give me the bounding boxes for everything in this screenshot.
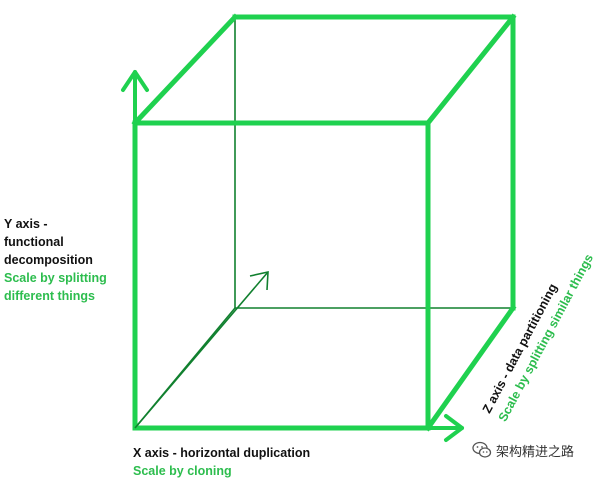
z-axis-arrow-shaft (134, 271, 269, 429)
y-axis-title-line-2: functional (4, 235, 64, 249)
cube-bottom-right-edge (424, 304, 517, 432)
z-axis-arrow-head (249, 270, 269, 291)
y-axis-arrow-head (121, 70, 149, 92)
wechat-logo-icon (472, 441, 492, 458)
cube-front-face (132, 120, 431, 431)
x-axis-caption: Scale by cloning (133, 464, 232, 478)
watermark-text: 架构精进之路 (496, 443, 575, 459)
y-axis-title-line-3: decomposition (4, 253, 93, 267)
x-axis-label: X axis - horizontal duplication Scale by… (133, 444, 310, 480)
cube-top-right-edge (424, 13, 517, 127)
y-axis-caption-line-1: Scale by splitting (4, 271, 107, 285)
x-axis-title: X axis - horizontal duplication (133, 446, 311, 460)
y-axis-label: Y axis - functional decomposition Scale … (4, 215, 107, 305)
y-axis-caption-line-2: different things (4, 289, 95, 303)
y-axis-title-line-1: Y axis - (4, 217, 48, 231)
cube-top-left-edge (131, 13, 239, 127)
x-axis-arrow-head (444, 414, 464, 442)
watermark: 架构精进之路 (472, 440, 574, 460)
